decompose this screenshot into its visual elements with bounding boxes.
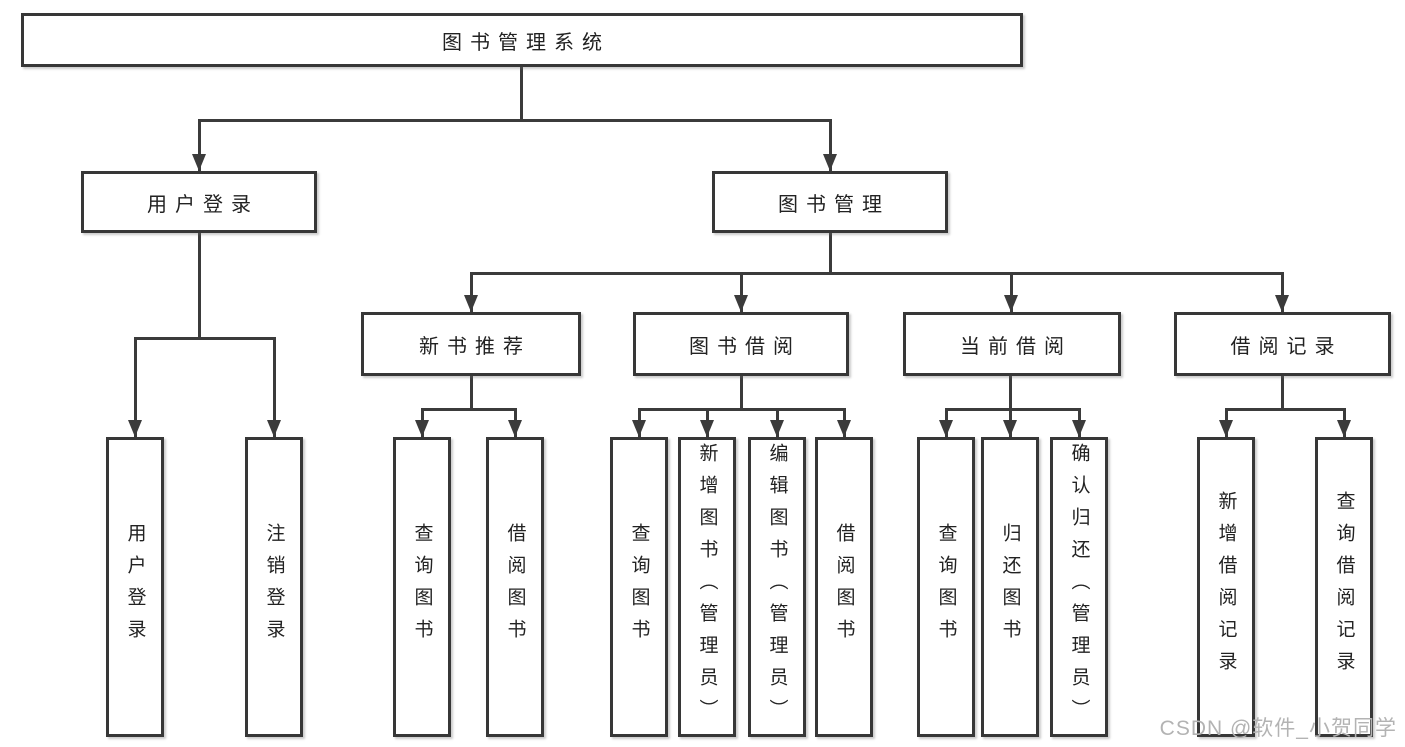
arrowhead-down-icon [464, 295, 478, 312]
node-user-login-label: 用户登录 [147, 193, 259, 216]
node-borrow-records-label: 借阅记录 [1230, 335, 1343, 358]
leaf-edit-books-admin: 编辑图书（管理员） [748, 437, 806, 737]
connector-drop-l3 [740, 272, 743, 312]
leaf-label: 查询图书 [935, 523, 957, 651]
node-new-books: 新书推荐 [361, 312, 581, 376]
arrowhead-down-icon [192, 154, 206, 171]
leaf-label: 用户登录 [124, 523, 146, 651]
connector-new-books-stub [470, 376, 473, 408]
leaf-query-borrow-record: 查询借阅记录 [1315, 437, 1373, 737]
leaf-label: 新增借阅记录 [1215, 491, 1237, 683]
node-new-books-label: 新书推荐 [419, 335, 531, 358]
connector-user-login-stub [198, 233, 201, 337]
connector-current-borrow-stub [1009, 376, 1012, 408]
arrowhead-down-icon [823, 154, 837, 171]
leaf-label: 查询借阅记录 [1333, 491, 1355, 683]
leaf-borrow-books: 借阅图书 [815, 437, 873, 737]
connector-book-borrow-bar [638, 408, 846, 411]
node-book-borrow: 图书借阅 [633, 312, 849, 376]
arrowhead-down-icon [700, 420, 714, 437]
leaf-label: 确认归还（管理员） [1068, 443, 1090, 731]
connector-current-borrow-bar [945, 408, 1081, 411]
arrowhead-down-icon [1219, 420, 1233, 437]
leaf-label: 查询图书 [628, 523, 650, 651]
leaf-label: 借阅图书 [504, 523, 526, 651]
connector-drop-l3 [470, 272, 473, 312]
connector-drop-user-login [198, 119, 201, 171]
node-user-login: 用户登录 [81, 171, 317, 233]
arrowhead-down-icon [1072, 420, 1086, 437]
connector-borrow-records-bar [1225, 408, 1346, 411]
leaf-label: 编辑图书（管理员） [766, 443, 788, 731]
node-book-borrow-label: 图书借阅 [689, 335, 801, 358]
connector-drop-leaf [273, 337, 276, 437]
node-book-mgmt: 图书管理 [712, 171, 948, 233]
leaf-logout: 注销登录 [245, 437, 303, 737]
connector-user-login-bar [134, 337, 276, 340]
leaf-borrow-books-newbooks: 借阅图书 [486, 437, 544, 737]
connector-drop-l3 [1010, 272, 1013, 312]
arrowhead-down-icon [128, 420, 142, 437]
connector-root-stub [520, 67, 523, 119]
leaf-query-books-current: 查询图书 [917, 437, 975, 737]
node-book-mgmt-label: 图书管理 [778, 193, 890, 216]
leaf-label: 注销登录 [263, 523, 285, 651]
arrowhead-down-icon [1003, 420, 1017, 437]
connector-book-mgmt-bar [470, 272, 1284, 275]
connector-borrow-records-stub [1281, 376, 1284, 408]
arrowhead-down-icon [267, 420, 281, 437]
csdn-watermark: CSDN @软件_小贺同学 [1159, 717, 1397, 740]
arrowhead-down-icon [1275, 295, 1289, 312]
arrowhead-down-icon [734, 295, 748, 312]
leaf-user-login: 用户登录 [106, 437, 164, 737]
leaf-add-borrow-record: 新增借阅记录 [1197, 437, 1255, 737]
node-borrow-records: 借阅记录 [1174, 312, 1391, 376]
leaf-query-books-newbooks: 查询图书 [393, 437, 451, 737]
leaf-confirm-return-admin: 确认归还（管理员） [1050, 437, 1108, 737]
connector-new-books-bar [421, 408, 516, 411]
connector-book-borrow-stub [740, 376, 743, 408]
connector-root-bar [198, 119, 832, 122]
leaf-label: 归还图书 [999, 523, 1021, 651]
arrowhead-down-icon [1004, 295, 1018, 312]
leaf-label: 新增图书（管理员） [696, 443, 718, 731]
leaf-add-books-admin: 新增图书（管理员） [678, 437, 736, 737]
connector-drop-l3 [1281, 272, 1284, 312]
node-current-borrow: 当前借阅 [903, 312, 1121, 376]
arrowhead-down-icon [770, 420, 784, 437]
leaf-label: 查询图书 [411, 523, 433, 651]
node-root-label: 图书管理系统 [442, 31, 610, 54]
leaf-label: 借阅图书 [833, 523, 855, 651]
connector-drop-book-mgmt [829, 119, 832, 171]
arrowhead-down-icon [632, 420, 646, 437]
connector-drop-leaf [134, 337, 137, 437]
arrowhead-down-icon [837, 420, 851, 437]
arrowhead-down-icon [1337, 420, 1351, 437]
arrowhead-down-icon [508, 420, 522, 437]
arrowhead-down-icon [939, 420, 953, 437]
node-current-borrow-label: 当前借阅 [960, 335, 1072, 358]
leaf-query-books-borrow: 查询图书 [610, 437, 668, 737]
leaf-return-books: 归还图书 [981, 437, 1039, 737]
arrowhead-down-icon [415, 420, 429, 437]
node-root: 图书管理系统 [21, 13, 1023, 67]
connector-book-mgmt-stub [829, 233, 832, 272]
